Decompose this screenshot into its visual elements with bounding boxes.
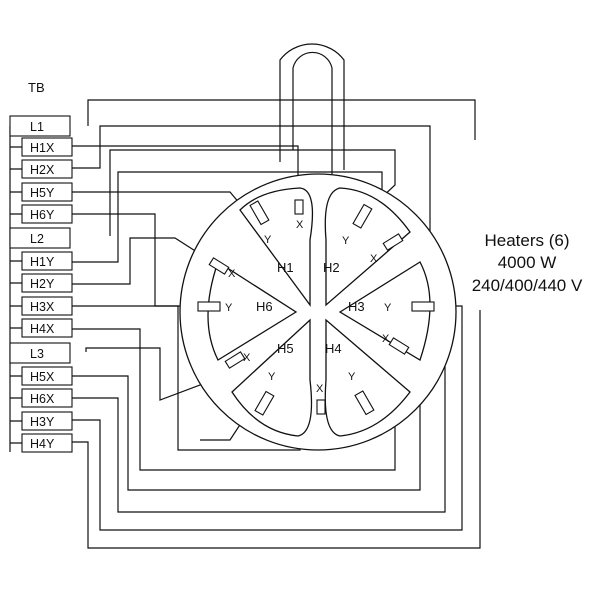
tb-h6x-label: H6X — [30, 392, 55, 406]
heater-label-h3: H3 — [348, 299, 365, 314]
tb-h3y-label: H3Y — [30, 415, 55, 429]
marker-h6x: X — [228, 268, 236, 280]
heater-h5-element — [231, 318, 313, 437]
tb-l3-box — [9, 342, 71, 364]
top-loop-wire — [279, 43, 345, 170]
tb-l1-box — [9, 115, 71, 137]
marker-h4x: X — [382, 333, 390, 345]
tb-h4y-label: H4Y — [30, 437, 55, 451]
terminal-h4x-mid — [316, 399, 326, 415]
heater-label-h6: H6 — [256, 299, 273, 314]
heater-label-h2: H2 — [323, 260, 340, 275]
terminal-h1x — [294, 199, 304, 215]
specs-line3: 240/400/440 V — [472, 276, 583, 295]
marker-h3y: Y — [384, 302, 392, 314]
wire-l3 — [85, 347, 241, 401]
terminal-h3y — [411, 301, 435, 312]
tb-h1x-label: H1X — [30, 141, 55, 155]
tb-h2x-label: H2X — [30, 163, 55, 177]
terminal-h2x — [382, 233, 404, 251]
tb-h2y-label: H2Y — [30, 277, 55, 291]
marker-h5x: X — [243, 352, 251, 364]
top-loop-inner-wire — [292, 51, 333, 174]
tb-l2-label: L2 — [30, 232, 44, 246]
terminal-h6x — [208, 257, 230, 275]
tb-ticks — [10, 146, 22, 444]
wire-h2y — [72, 237, 226, 285]
heater-specs: Heaters (6) 4000 W 240/400/440 V — [472, 231, 583, 295]
terminal-block-title: TB — [28, 80, 45, 95]
terminal-block: TB L1 H1X H2X H5Y H6Y L2 H1Y H2Y H3X H4X… — [9, 80, 73, 453]
terminal-h4y — [354, 390, 375, 416]
marker-h6y: Y — [225, 302, 233, 314]
terminal-h4x — [388, 337, 410, 355]
heater-label-h4: H4 — [325, 341, 342, 356]
marker-h5y: Y — [268, 371, 276, 383]
specs-line2: 4000 W — [498, 253, 557, 272]
marker-h1y: Y — [264, 234, 272, 246]
wire-l1 — [87, 99, 476, 140]
wire-h4x — [72, 328, 396, 471]
marker-h2x: X — [370, 253, 378, 265]
heater-h2-element — [324, 187, 411, 307]
heater-housing: H1 H2 H3 H4 H5 H6 X Y Y X Y X Y X Y X Y … — [179, 173, 457, 451]
tb-h4x-label: H4X — [30, 322, 55, 336]
specs-line1: Heaters (6) — [484, 231, 569, 250]
tb-h1y-label: H1Y — [30, 255, 55, 269]
terminal-h1y — [249, 200, 270, 226]
marker-h2y: Y — [342, 235, 350, 247]
terminal-h5x — [224, 351, 246, 369]
terminal-h5y — [254, 390, 275, 416]
wire-h4y — [72, 310, 481, 549]
marker-h4y: Y — [348, 371, 356, 383]
tb-h5y-label: H5Y — [30, 186, 55, 200]
tb-l3-label: L3 — [30, 347, 44, 361]
heater-label-h1: H1 — [277, 260, 294, 275]
marker-h4x-mid: X — [316, 383, 324, 395]
tb-h6y-label: H6Y — [30, 208, 55, 222]
tb-l1-label: L1 — [30, 120, 44, 134]
terminal-h2y — [352, 203, 373, 229]
heater-label-h5: H5 — [277, 341, 294, 356]
tb-l2-box — [9, 227, 71, 249]
tb-h5x-label: H5X — [30, 370, 55, 384]
terminal-h6y — [197, 301, 221, 312]
marker-h1x: X — [296, 219, 304, 231]
tb-h3x-label: H3X — [30, 300, 55, 314]
